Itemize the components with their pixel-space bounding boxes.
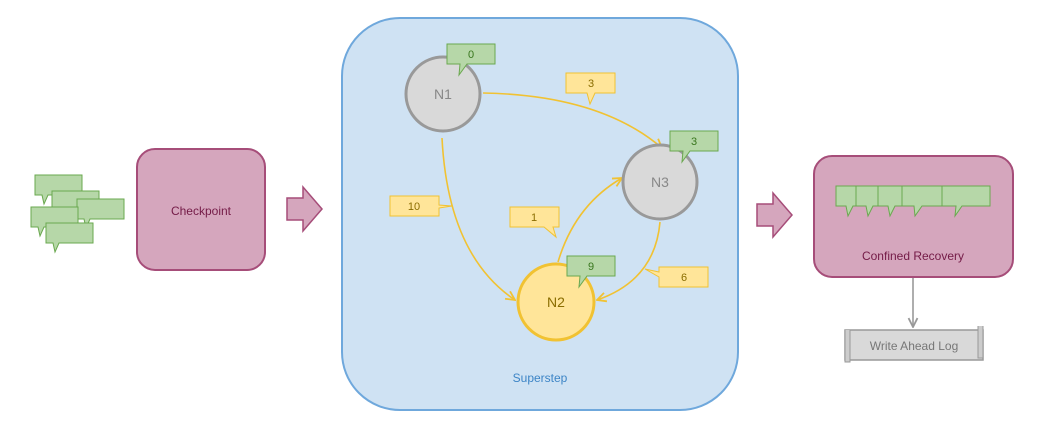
message-bubble-icon xyxy=(45,222,94,254)
flow-arrow-icon xyxy=(286,184,323,234)
write-ahead-log-scroll: Write Ahead Log xyxy=(844,326,984,363)
edge-value-callout: 10 xyxy=(389,195,453,217)
edge-n2-n3 xyxy=(557,178,622,263)
message-count-badge: 0 xyxy=(446,43,496,77)
flow-arrow-icon xyxy=(756,190,793,240)
message-count-badge: 3 xyxy=(669,130,719,164)
confined-recovery-label: Confined Recovery xyxy=(862,249,964,263)
svg-text:3: 3 xyxy=(691,136,697,148)
node-label: N3 xyxy=(651,174,669,190)
edge-n1-n3 xyxy=(482,92,662,148)
incoming-messages xyxy=(30,174,125,254)
edge-value-callout: 6 xyxy=(644,266,709,288)
node-label: N1 xyxy=(434,86,452,102)
message-bubble-icon xyxy=(34,174,83,206)
superstep-label: Superstep xyxy=(513,371,568,385)
message-bubble-icon xyxy=(941,185,991,218)
message-count-badge: 9 xyxy=(566,255,616,289)
node-n3: N3 xyxy=(621,143,699,221)
checkpoint-box: Checkpoint xyxy=(136,148,266,271)
svg-text:10: 10 xyxy=(408,201,420,213)
svg-text:3: 3 xyxy=(588,78,594,90)
write-ahead-log-label: Write Ahead Log xyxy=(870,339,959,353)
node-label: N2 xyxy=(547,294,565,310)
checkpoint-label: Checkpoint xyxy=(171,204,232,218)
node-n2: N2 xyxy=(516,262,596,342)
confined-recovery-box: Confined Recovery xyxy=(813,155,1014,278)
message-bubble-icon xyxy=(30,206,79,238)
edge-value-callout: 3 xyxy=(565,72,616,106)
svg-text:1: 1 xyxy=(531,212,537,224)
message-log-bubbles xyxy=(835,185,991,218)
svg-text:9: 9 xyxy=(588,261,594,273)
edge-n3-n2 xyxy=(597,221,661,300)
node-n1: N1 xyxy=(404,55,482,133)
edge-n1-n2 xyxy=(441,137,515,300)
svg-text:0: 0 xyxy=(468,49,474,61)
edge-value-callout: 1 xyxy=(509,206,560,239)
svg-text:6: 6 xyxy=(681,272,687,284)
